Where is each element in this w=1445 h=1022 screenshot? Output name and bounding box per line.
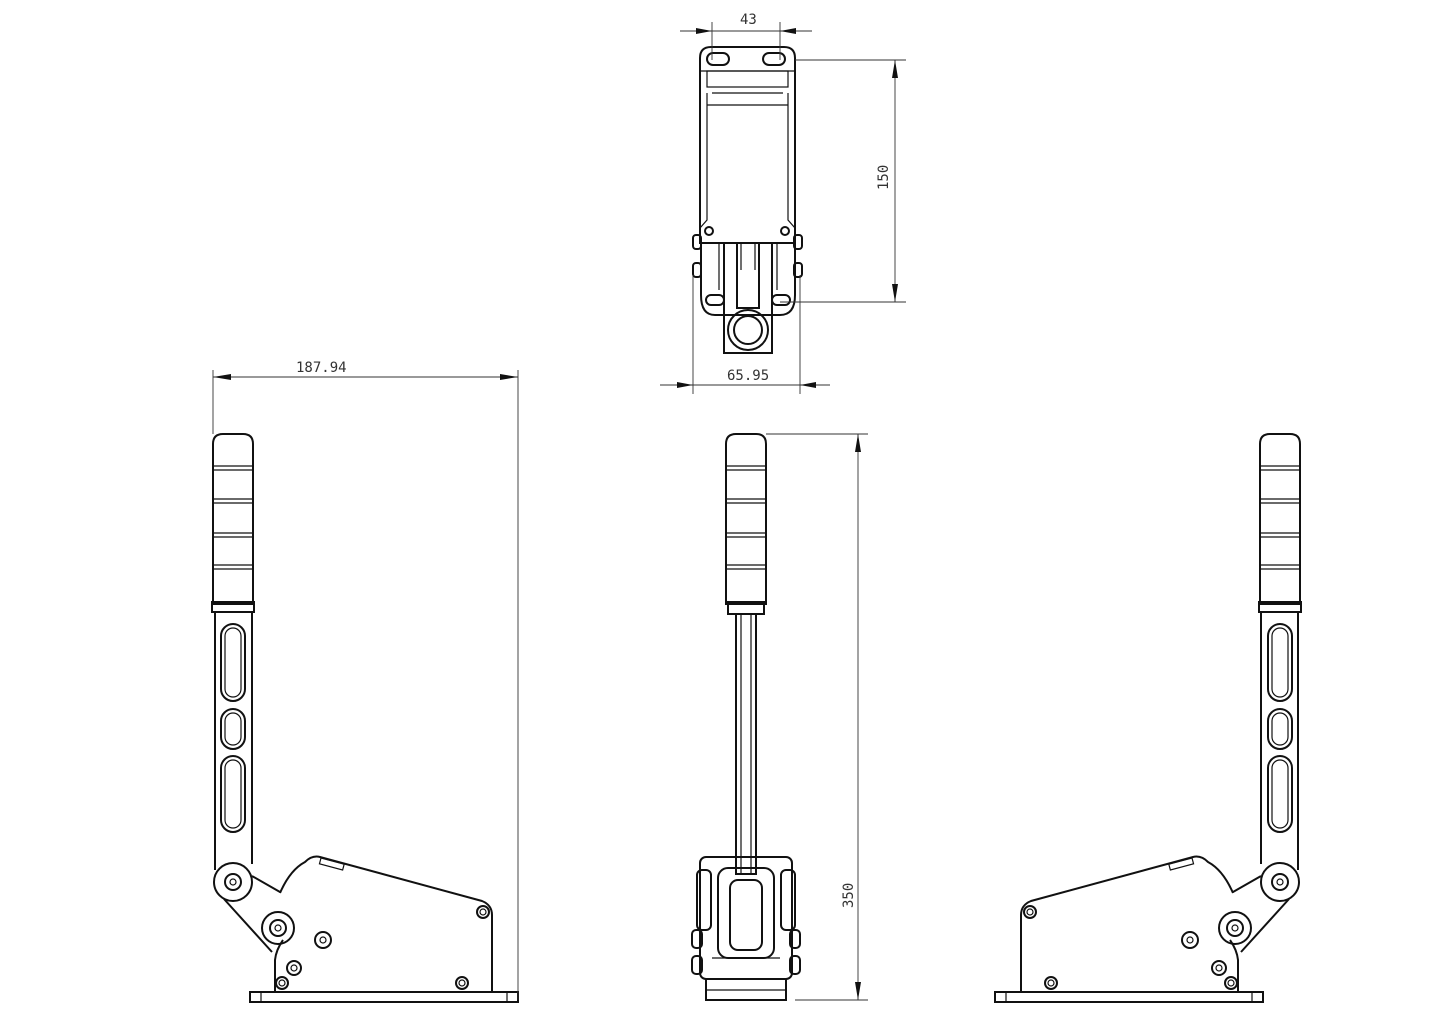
right-side-view [994,433,1302,1003]
dimension-front-height: 350 [766,433,868,1001]
dimension-top-overall-width: 65.95 [660,275,830,394]
dimension-label-187-94: 187.94 [296,360,347,376]
dimension-label-350: 350 [841,883,857,908]
dimension-side-width: 187.94 [212,360,519,1000]
dimension-top-width: 43 [680,12,812,60]
dimension-label-65-95: 65.95 [727,368,769,384]
dimension-top-height: 150 [780,59,906,303]
top-view [692,46,803,354]
left-side-view [211,433,519,1003]
front-view [691,433,801,1001]
dimension-label-43: 43 [740,12,757,28]
dimension-label-150: 150 [876,165,892,190]
